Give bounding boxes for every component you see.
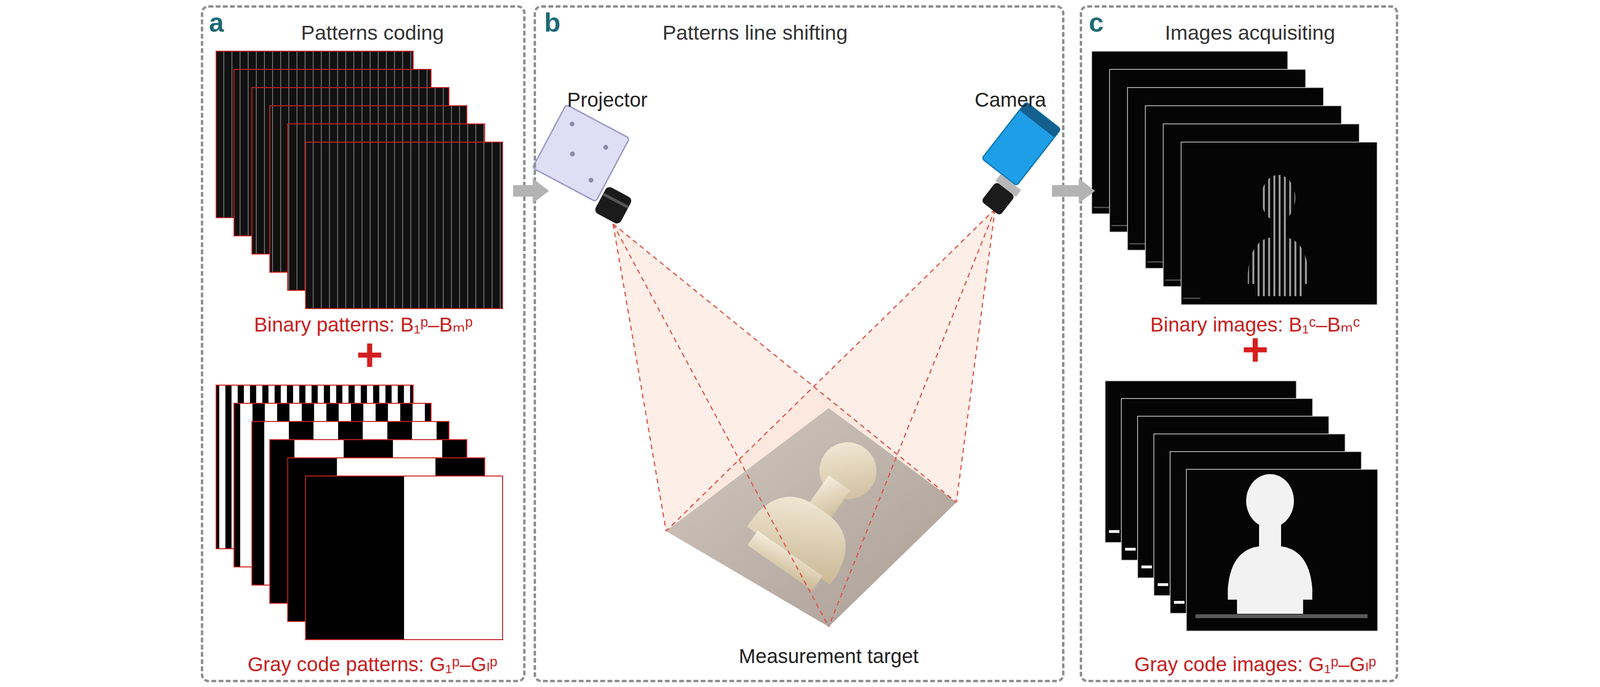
light-slit	[1125, 547, 1136, 551]
floor-glint	[1093, 206, 1111, 209]
binary-pattern-sheet	[305, 142, 503, 309]
panel-letter: b	[544, 9, 561, 36]
floor-glint	[1111, 224, 1129, 227]
gray-image-sheet	[1186, 469, 1378, 631]
gray-code-stripe	[252, 421, 265, 585]
panel-title: Patterns coding	[219, 20, 526, 46]
camera-body	[981, 101, 1061, 186]
pattern-stacks	[216, 51, 1378, 640]
ray	[666, 208, 996, 531]
panel-title: Images acquisiting	[1096, 20, 1403, 46]
bust-base	[1237, 596, 1304, 614]
floor-glint	[1165, 279, 1183, 281]
projector-screw	[602, 143, 610, 151]
bust-shoulders	[1227, 545, 1313, 600]
projector-lens	[593, 185, 633, 226]
bust-figure	[1248, 175, 1309, 296]
ray	[613, 223, 957, 503]
flow-arrow	[513, 178, 549, 204]
lens-barrel	[980, 181, 1015, 216]
gray-code-sheet	[305, 475, 503, 640]
camera-lens	[980, 174, 1022, 217]
panel-letter: c	[1088, 9, 1104, 36]
ray	[828, 208, 996, 627]
camera-frustum	[666, 208, 996, 627]
projector-case	[532, 104, 630, 202]
floor-glow	[1195, 613, 1368, 618]
caption-label: Gray code images: G₁ᵖ–Gₗᵖ	[1097, 652, 1414, 677]
binary-image-sheet	[1181, 142, 1378, 305]
caption-label: Projector	[449, 87, 766, 112]
projector-screw	[569, 150, 576, 158]
panel-letter: a	[208, 9, 224, 36]
gray-code-stripe	[233, 403, 241, 567]
plus-sign: +	[211, 331, 528, 378]
projector-screw	[587, 176, 595, 184]
light-slit	[1173, 600, 1185, 604]
floor-glint	[1183, 297, 1201, 299]
target-group	[738, 418, 906, 597]
ray	[956, 208, 996, 503]
panel-box: cImages acquisiting	[1079, 5, 1399, 682]
caption-label: Gray code patterns: G₁ᵖ–Gₗᵖ	[214, 652, 531, 677]
light-slit	[1157, 582, 1169, 586]
ray-lines	[613, 208, 996, 627]
bust-base	[747, 530, 823, 591]
floor-glint	[1129, 242, 1147, 245]
bust-shoulders	[1248, 237, 1309, 285]
plus-sign: +	[1097, 326, 1414, 373]
caption-label: Camera	[852, 87, 1169, 112]
measurement-floor	[666, 407, 957, 627]
bust-base	[1254, 281, 1302, 296]
light-slit	[1108, 529, 1120, 533]
gray-code-border	[305, 475, 503, 640]
projector-screw	[569, 120, 576, 128]
floor-glint	[1147, 261, 1165, 263]
gray-code-stripe	[225, 384, 232, 549]
camera-case	[981, 101, 1061, 186]
ray	[613, 223, 667, 531]
panel-title: Patterns line shifting	[602, 20, 909, 46]
bust-figure	[1227, 473, 1313, 614]
gray-code-stripe	[305, 475, 405, 640]
light-slit	[1141, 565, 1152, 569]
projector-body	[532, 104, 630, 202]
caption-label: Measurement target	[670, 644, 987, 669]
flow-arrow	[1052, 178, 1096, 204]
lens-barrel	[593, 185, 633, 226]
lens-ring	[602, 192, 630, 209]
ray	[613, 223, 829, 627]
bust-figure	[738, 418, 906, 597]
